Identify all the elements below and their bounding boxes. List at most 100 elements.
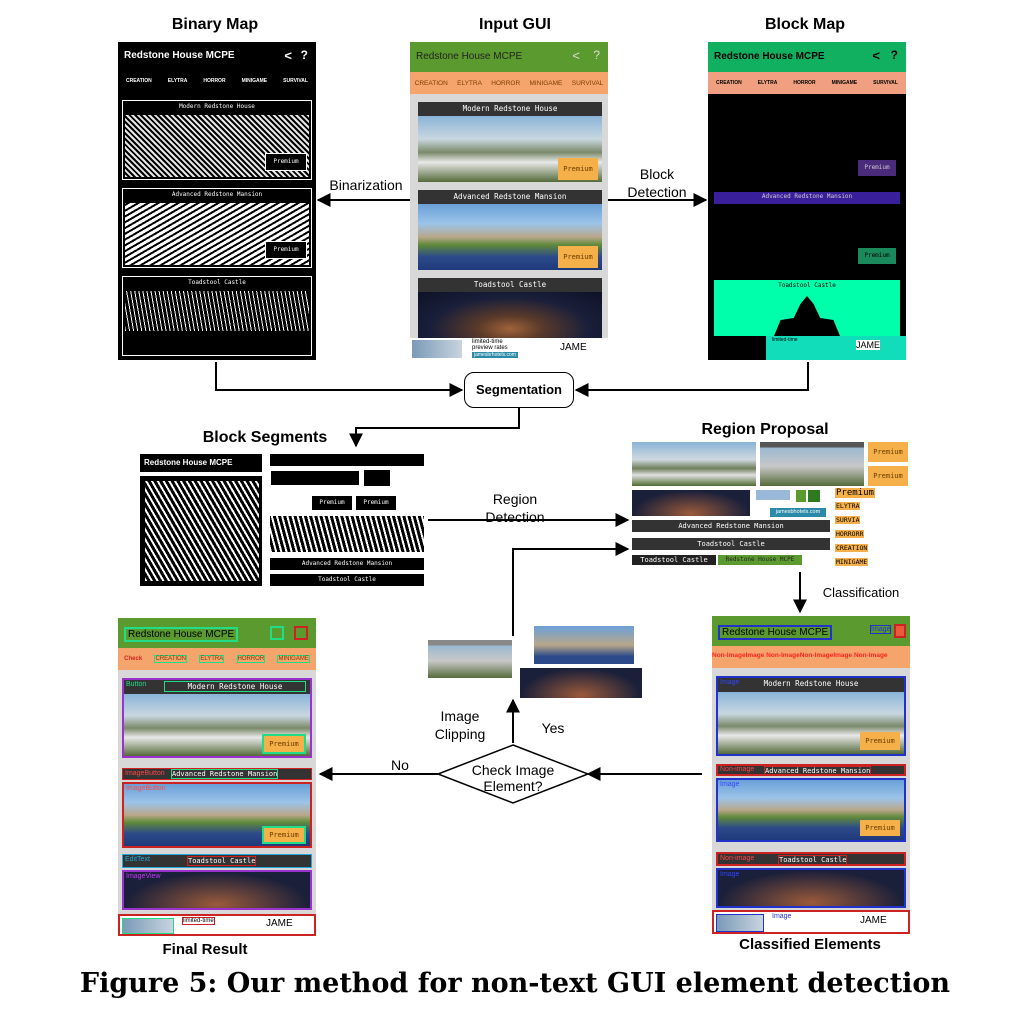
card-modern-house[interactable]: Modern Redstone House Premium: [418, 102, 602, 182]
block-ad-brand: JAME: [856, 340, 881, 350]
segment-binary-block: [140, 476, 262, 586]
final-card-3: ImageView: [122, 870, 312, 910]
region-proposal-title: Region Proposal: [701, 421, 829, 438]
final-imagebutton-label-2: ImageButton: [126, 785, 166, 792]
block-segments-title: Block Segments: [202, 429, 328, 446]
proposal-label-minigame: MINIGAME: [835, 558, 869, 566]
proposal-url: jamesbhotels.com: [770, 508, 826, 517]
final-premium: Premium: [262, 826, 306, 844]
binary-card-1: Modern Redstone House Premium: [122, 100, 312, 180]
ad-brand: JAME: [560, 342, 587, 353]
final-premium: Premium: [262, 734, 306, 754]
final-icon-box: [270, 626, 284, 640]
proposal-image-3: [632, 490, 750, 516]
proposal-premium-1: Premium: [868, 442, 908, 462]
final-tab: CREATION: [154, 655, 188, 663]
binary-premium-badge: Premium: [265, 153, 307, 171]
final-card-title-2: Advanced Redstone Mansion: [171, 769, 279, 779]
classified-title-row-2: Non-image Advanced Redstone Mansion: [716, 764, 906, 776]
classified-ad-image: [716, 914, 764, 932]
tab-horror[interactable]: HORROR: [491, 79, 521, 87]
tab-elytra[interactable]: ELYTRA: [457, 79, 482, 87]
classified-ad-label: Image: [772, 913, 792, 920]
final-result-screenshot: Redstone House MCPE Check CREATION ELYTR…: [118, 618, 316, 936]
classified-premium: Premium: [860, 820, 900, 836]
tab-creation[interactable]: CREATION: [414, 79, 448, 87]
segment-title-2: Toadstool Castle: [270, 574, 424, 586]
premium-button[interactable]: Premium: [558, 246, 598, 268]
region-detection-label-2: Detection: [485, 509, 545, 525]
proposal-icon-green: [796, 490, 806, 502]
classified-nonimage-label: Non-image: [720, 766, 755, 773]
input-gui-title: Input GUI: [479, 16, 551, 33]
classified-tab-labels: Non-ImageImage Non-ImageNon-ImageImage N…: [712, 652, 888, 659]
proposal-app-title: Redstone House MCPE: [718, 555, 802, 565]
binary-card-image: [125, 115, 309, 177]
proposal-icon-green-2: [808, 490, 820, 502]
block-ad-text: limited-time: [772, 337, 798, 343]
binarization-label: Binarization: [329, 177, 403, 193]
final-tab: MINIGAME: [277, 655, 310, 663]
card-toadstool-castle[interactable]: Toadstool Castle: [418, 278, 602, 338]
binary-tab: HORROR: [203, 78, 226, 84]
figure-caption: Figure 5: Our method for non-text GUI el…: [79, 968, 951, 999]
card-advanced-mansion[interactable]: Advanced Redstone Mansion Premium: [418, 190, 602, 270]
ad-url[interactable]: jamesbrhotels.com: [472, 352, 518, 358]
final-tab: ELYTRA: [199, 655, 225, 663]
tab-minigame[interactable]: MINIGAME: [529, 79, 563, 87]
final-imagebutton-label: ImageButton: [125, 770, 165, 777]
final-icon-box: [294, 626, 308, 640]
final-title-box: Redstone House MCPE: [124, 627, 239, 642]
proposal-image-2: [760, 442, 864, 486]
binary-app-bar: Redstone House MCPE < ?: [118, 42, 316, 72]
block-castle-block: Toadstool Castle: [714, 280, 900, 336]
proposal-label-creation: CREATION: [835, 544, 869, 552]
final-edittext-label: EditText: [125, 856, 150, 863]
app-bar: Redstone House MCPE < ?: [410, 42, 608, 72]
final-ad: limited-time JAME: [118, 914, 316, 936]
binary-tab: CREATION: [126, 78, 152, 84]
proposal-title-bar-2: Toadstool Castle: [632, 538, 830, 550]
ad-image: [412, 340, 462, 358]
classified-icon-box: [894, 624, 906, 638]
segment-ad: [270, 470, 360, 486]
segment-image-strip: [270, 516, 424, 552]
ad-banner[interactable]: limited-time preview rates jamesbrhotels…: [410, 338, 608, 360]
block-app-title: Redstone House MCPE: [714, 51, 825, 62]
final-ad-image: [122, 918, 174, 934]
clipping-to-proposal-arrow: [512, 542, 630, 636]
card-title: Modern Redstone House: [462, 104, 558, 113]
card-title: Toadstool Castle: [473, 280, 547, 289]
classified-image-label-2: Image: [720, 781, 740, 788]
segmentation-to-segments-arrow: [349, 408, 520, 448]
segmentation-label: Segmentation: [476, 382, 562, 397]
proposal-label-premium: Premium: [835, 488, 875, 498]
help-icon[interactable]: ?: [593, 48, 600, 62]
proposal-title-bar-1: Advanced Redstone Mansion: [632, 520, 830, 532]
block-map-screenshot: Redstone House MCPE < ? CREATION ELYTRA …: [708, 42, 906, 360]
premium-button[interactable]: Premium: [558, 158, 598, 180]
block-premium-1: Premium: [858, 160, 896, 176]
classified-title-row-3: Non-image Toadstool Castle: [716, 852, 906, 866]
binary-map-title: Binary Map: [171, 16, 259, 33]
image-clipping-label-1: Image: [440, 708, 480, 724]
share-icon: <: [284, 48, 292, 63]
ad-text-2: preview rates: [472, 345, 508, 351]
segment-premium-2: Premium: [356, 496, 396, 510]
binary-map-screenshot: Redstone House MCPE < ? CREATION ELYTRA …: [118, 42, 316, 360]
final-title-row-2: ImageButton Advanced Redstone Mansion: [122, 768, 312, 780]
tab-survival[interactable]: SURVIVAL: [571, 79, 604, 87]
classified-card-title-2: Advanced Redstone Mansion: [764, 766, 872, 776]
binary-tab: SURVIVAL: [283, 78, 308, 84]
final-ad-brand: JAME: [266, 918, 293, 929]
app-title: Redstone House MCPE: [416, 51, 523, 62]
classified-card-3: Image: [716, 868, 906, 908]
classified-elements-title: Classified Elements: [739, 936, 881, 953]
final-title-row-3: EditText Toadstool Castle: [122, 854, 312, 868]
classified-image-label-1: Image: [720, 679, 740, 686]
proposal-image-1: [632, 442, 756, 486]
classified-app-bar: Redstone House MCPE Image: [712, 616, 910, 646]
share-icon[interactable]: <: [572, 48, 580, 63]
binary-to-segmentation-arrow: [215, 362, 464, 397]
binary-card-3: Toadstool Castle: [122, 276, 312, 356]
